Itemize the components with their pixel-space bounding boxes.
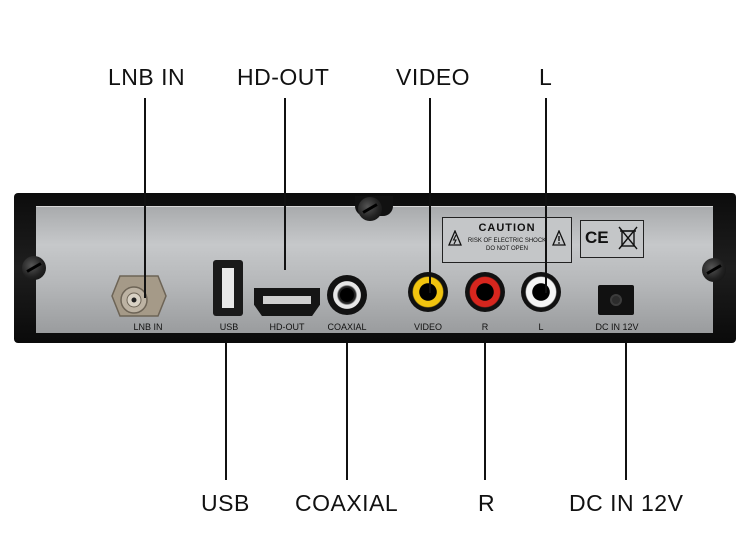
callout-r: R <box>478 490 496 516</box>
panel-label-hd-out: HD-OUT <box>269 322 305 332</box>
caution-title: CAUTION <box>478 222 536 234</box>
callout-lnb-in: LNB IN <box>108 64 186 90</box>
electric-shock-warning-icon <box>448 230 462 246</box>
leader-hd-out <box>284 98 286 270</box>
panel-label-coaxial: COAXIAL <box>327 322 367 332</box>
coaxial-jack <box>327 275 367 315</box>
dc-in-jack <box>598 285 634 315</box>
panel-label-r: R <box>481 322 489 332</box>
leader-coaxial <box>346 343 348 480</box>
callout-hd-out: HD-OUT <box>237 64 330 90</box>
r-jack <box>465 272 505 312</box>
weee-bin-icon <box>618 226 638 250</box>
warning-exclamation-icon <box>552 230 566 246</box>
callout-coaxial: COAXIAL <box>295 490 399 516</box>
leader-dc-in <box>625 343 627 480</box>
ce-mark: CE <box>585 228 609 247</box>
video-jack <box>408 272 448 312</box>
cert-label: CE <box>580 220 644 258</box>
panel-label-lnb-in: LNB IN <box>133 322 163 332</box>
caution-line2: DO NOT OPEN <box>486 246 528 252</box>
hdmi-port <box>254 288 320 316</box>
l-jack <box>521 272 561 312</box>
callout-usb: USB <box>201 490 250 516</box>
screw-icon <box>702 258 726 282</box>
callout-video: VIDEO <box>396 64 471 90</box>
leader-lnb-in <box>144 98 146 298</box>
lnb-in-connector <box>111 275 167 317</box>
leader-video <box>429 98 431 293</box>
panel-label-usb: USB <box>219 322 239 332</box>
caution-line1: RISK OF ELECTRIC SHOCK <box>467 238 547 244</box>
panel-label-video: VIDEO <box>413 322 443 332</box>
callout-l: L <box>539 64 553 90</box>
screw-icon <box>358 197 382 221</box>
panel-label-dc-in: DC IN 12V <box>595 322 639 332</box>
leader-r <box>484 343 486 480</box>
panel-label-l: L <box>538 322 544 332</box>
usb-port <box>213 260 243 316</box>
screw-icon <box>22 256 46 280</box>
callout-dc-in: DC IN 12V <box>569 490 684 516</box>
leader-l <box>545 98 547 293</box>
caution-label: CAUTION RISK OF ELECTRIC SHOCK DO NOT OP… <box>442 217 572 263</box>
leader-usb <box>225 343 227 480</box>
